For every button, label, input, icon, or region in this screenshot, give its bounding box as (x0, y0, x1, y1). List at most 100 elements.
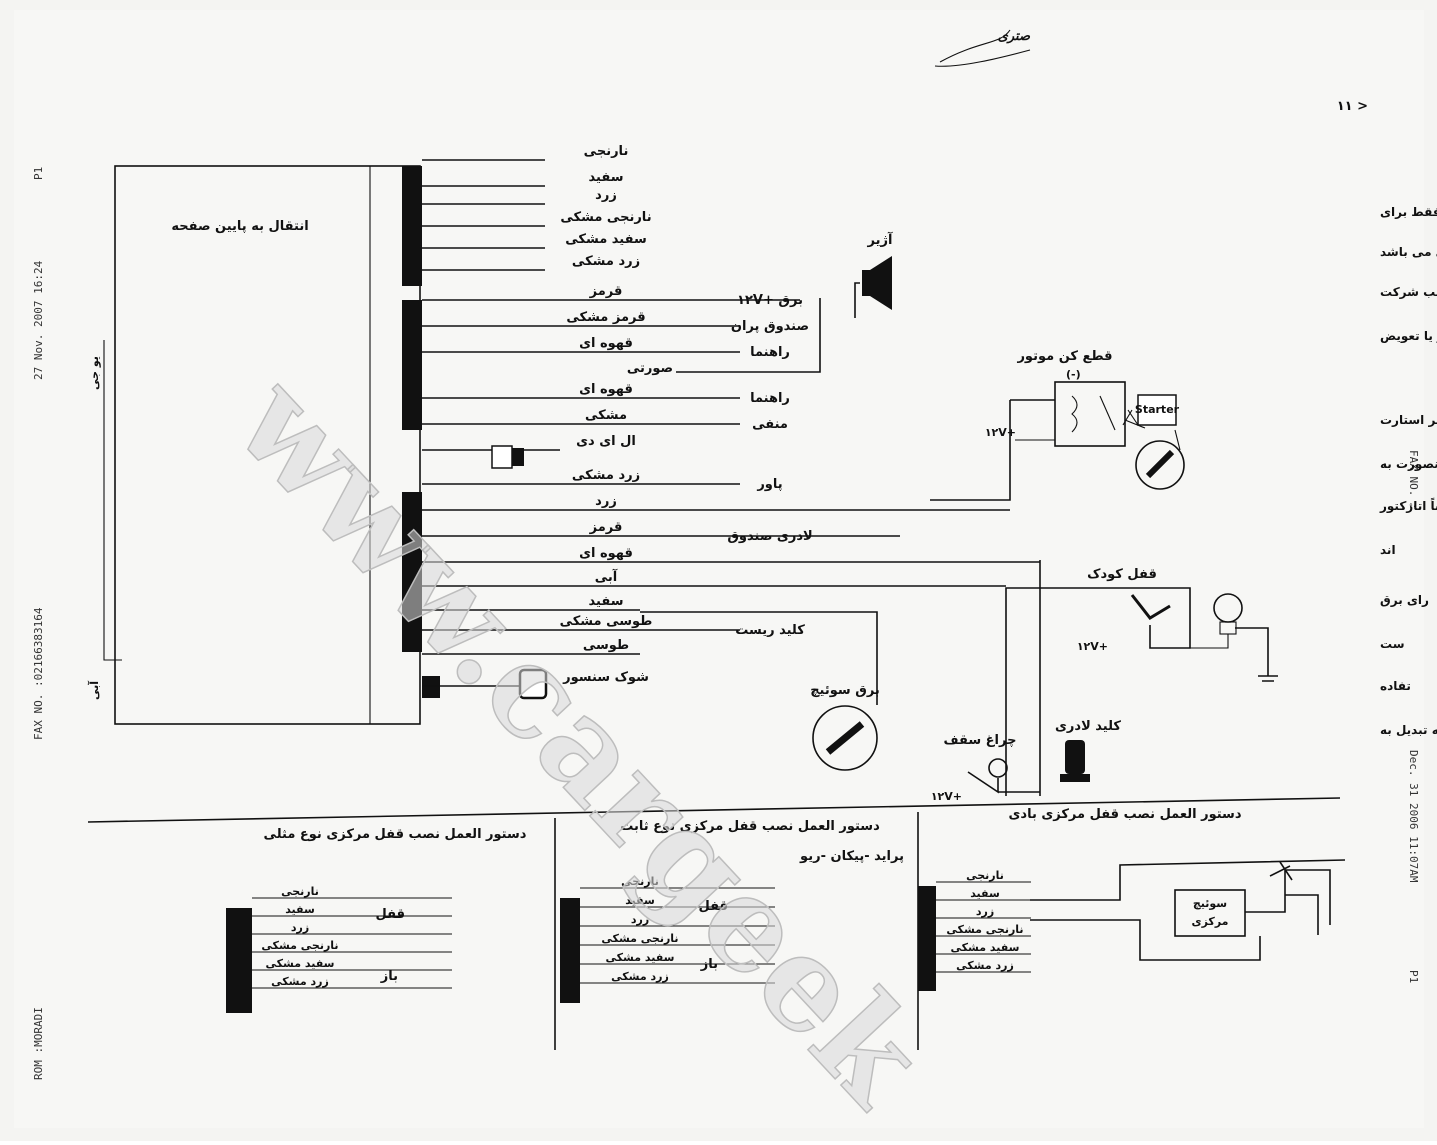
wire-function-label: صندوق پران (731, 319, 809, 334)
note-line: باید در مسیر استارت (1380, 413, 1437, 427)
ground-label: آبی (87, 681, 101, 700)
central-switch-line1: سوئیچ (1193, 897, 1227, 910)
ceiling-light-label: چراغ سقف (944, 733, 1017, 748)
wire-row: قرمز مشکی صندوق پران (422, 310, 809, 334)
ignition-label: برق سوئیچ (810, 683, 880, 698)
sub-wire-label: زرد مشکی (956, 959, 1014, 972)
wire-row: ال ای دی (422, 434, 636, 451)
ceiling-light: چراغ سقف +۱۲V (931, 733, 1040, 803)
fax-header-left: ROM :MORADI FAX NO. :02166383164 27 Nov.… (32, 167, 45, 1080)
wire-color-label: زرد (595, 494, 617, 509)
wire-function-label: پاور (756, 477, 782, 492)
main-unit-title: انتقال به پایین صفحه (171, 219, 308, 234)
sub-wire-row: نارنجی (580, 875, 775, 889)
siren-label: آژیر (867, 231, 893, 248)
wire-color-label: قهوه ای (579, 546, 633, 561)
wire-color-label: نارنجی مشکی (560, 210, 651, 225)
wire-row: زرد مشکی (422, 254, 640, 271)
signature: صتری (998, 29, 1031, 44)
bottom-right-title: دستور العمل نصب قفل مرکزی بادی (1009, 807, 1242, 822)
door-switch-label: کلید لادری (1055, 719, 1121, 734)
wire-color-label: قرمز (589, 520, 623, 535)
bottom-left-open: باز (380, 969, 398, 984)
sub-wire-row: زرد (252, 921, 452, 935)
child-lock-label: قفل کودک (1087, 567, 1157, 582)
note-line: ، نا متناسب شرکت (1380, 285, 1437, 299)
wire-color-label: نارنجی (584, 144, 629, 159)
central-switch-line2: مرکزی (1192, 915, 1229, 928)
sub-wire-label: نارنجی مشکی (601, 932, 678, 945)
sub-wire-label: نارنجی (281, 885, 319, 898)
wire-color-label: قرمز مشکی (566, 310, 645, 325)
sub-wire-row: نارنجی مشکی (580, 932, 775, 946)
fax-number-right: FAX NO. : (1407, 450, 1420, 510)
ceiling-voltage: +۱۲V (931, 790, 962, 803)
alarm-main-unit (114, 165, 421, 725)
child-lock: قفل کودک +۱۲V (1005, 567, 1278, 796)
child-lock-voltage: +۱۲V (1077, 640, 1108, 653)
fax-page-right: P1 (1407, 970, 1420, 983)
ground-wire (103, 340, 122, 661)
note-line: اینصورت به (1380, 457, 1437, 472)
wire-row: قهوه ای (422, 546, 1040, 563)
note-line: در قبال تعمیر و یا تعویض (1380, 329, 1437, 344)
sub-wire-row: زرد (580, 913, 775, 927)
sub-wire-label: زرد مشکی (611, 970, 669, 983)
wire-color-label: قهوه ای (579, 336, 633, 351)
sub-wire-label: زرد مشکی (271, 975, 329, 988)
sub-wire-row: نارنجی (252, 885, 452, 899)
fax-from-left: ROM :MORADI (32, 1007, 45, 1080)
wire-color-label: آبی (595, 568, 618, 585)
wire-color-label: طوسی مشکی (560, 614, 653, 629)
bottom-left-title: دستور العمل نصب قفل مرکزی نوع مثلی (264, 827, 527, 842)
bottom-left-lock: قفل (376, 907, 405, 922)
wire-color-label: قهوه ای (579, 382, 633, 397)
relay-minus: (-) (1066, 368, 1081, 381)
ignition-switch: برق سوئیچ (640, 611, 880, 771)
engine-cut-relay: قطع کن موتور (-) +۱۲V Starter (930, 349, 1185, 501)
sub-wire-row: سفید مشکی (252, 957, 452, 971)
fax-date-left: 27 Nov. 2007 16:24 (32, 260, 45, 380)
connector-block-1 (402, 166, 422, 286)
wire-row: سفید مشکی (422, 232, 647, 249)
siren-wire (676, 298, 821, 373)
wire-color-label: زرد مشکی (572, 254, 640, 269)
starter-label: Starter (1135, 403, 1180, 416)
note-line: اند (1380, 543, 1396, 557)
bottom-right-connector (918, 886, 936, 991)
wire-function-label: لادری صندوق (727, 529, 812, 544)
engine-cut-label: قطع کن موتور (1016, 349, 1112, 364)
sub-wire-label: سفید مشکی (951, 941, 1020, 954)
signature-scribble (934, 29, 1031, 67)
wire-row: قهوه ای راهنما (422, 336, 790, 360)
siren: آژیر (854, 231, 893, 318)
connector-block-2 (402, 300, 422, 430)
bottom-left-connector (226, 908, 252, 1013)
fax-page-left: P1 (32, 167, 45, 180)
wire-function-label: راهنما (750, 345, 790, 360)
sub-wire-row: زرد مشکی (936, 959, 1031, 973)
wire-color-label: زرد (595, 188, 617, 203)
sub-wire-label: نارنجی (966, 869, 1004, 882)
section-divider (87, 797, 1341, 823)
wire-row: سفید (422, 170, 624, 187)
sub-wire-row: سفید مشکی (580, 951, 775, 965)
note-line: تفاده (1380, 679, 1411, 693)
wire-color-label: قرمز (589, 284, 623, 299)
wire-function-label: منفی (752, 417, 788, 432)
fax-number-left: FAX NO. :02166383164 (32, 607, 45, 740)
bottom-mid-open: باز (700, 957, 718, 972)
wire-color-label: سفید مشکی (565, 232, 646, 247)
sub-wire-label: نارنجی مشکی (261, 939, 338, 952)
bottom-mid-subtitle: پراید -پیکان -ریو (799, 849, 904, 864)
central-link-wiring (1030, 859, 1346, 961)
wire-color-label: سفید (589, 170, 624, 185)
sub-wire-row: زرد (936, 905, 1031, 919)
